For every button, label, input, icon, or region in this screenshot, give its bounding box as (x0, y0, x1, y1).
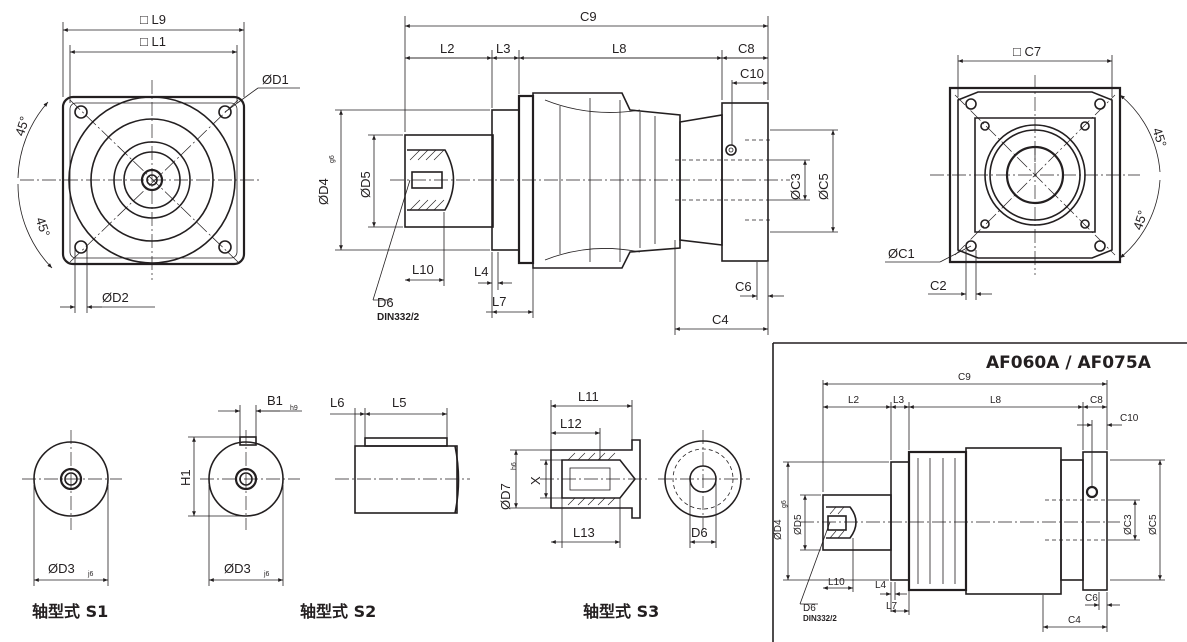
dim-l9: □ L9 (140, 12, 166, 27)
inset-dim-l7: L7 (886, 601, 898, 612)
dim-l11: L11 (578, 389, 599, 404)
shaft-s3: L11 L12 L13 ØD7 h6 X D6 轴型式 S3 (498, 389, 750, 621)
dim-x: X (528, 476, 543, 485)
dim-d5: ØD5 (358, 171, 373, 198)
dim-s1-d3-tol: j6 (87, 571, 94, 578)
inset-dim-l8: L8 (990, 395, 1002, 406)
inset-dim-c5: ØC5 (1148, 514, 1159, 535)
caption-s1: 轴型式 S1 (32, 602, 108, 621)
dim-s1-d3: ØD3 (48, 561, 75, 576)
dim-c1: ØC1 (888, 246, 915, 261)
angle-bottom-front: 45° (33, 215, 53, 238)
inset-dim-c10: C10 (1120, 413, 1139, 424)
dim-c10: C10 (740, 66, 764, 81)
dim-b1-tol: h9 (290, 405, 298, 412)
angle-bottom-rear: 45° (1130, 208, 1150, 231)
dim-l4: L4 (474, 264, 488, 279)
dim-l1: □ L1 (140, 34, 166, 49)
dim-d7-tol: h6 (511, 462, 518, 470)
rear-view: □ C7 ØC1 C2 45° 45° (885, 44, 1170, 300)
dim-c6: C6 (735, 279, 752, 294)
inset-din-label: DIN332/2 (803, 614, 837, 623)
dim-l6: L6 (330, 395, 344, 410)
dim-s3-d6: D6 (691, 525, 708, 540)
dim-d2: ØD2 (102, 290, 129, 305)
din-label: DIN332/2 (377, 312, 420, 323)
shaft-s1: ØD3 j6 轴型式 S1 (22, 430, 122, 621)
dim-c5: ØC5 (816, 173, 831, 200)
dim-l8: L8 (612, 41, 626, 56)
dim-c2: C2 (930, 278, 947, 293)
dim-c9: C9 (580, 9, 597, 24)
front-view: □ L9 □ L1 ØD1 ØD2 45° 45° (12, 12, 300, 313)
inset-dim-d4-tol: g6 (781, 500, 788, 508)
dim-d4-tol: g6 (329, 155, 336, 163)
inset-dim-c4: C4 (1068, 615, 1081, 626)
inset-dim-l4: L4 (875, 580, 887, 591)
angle-top-rear: 45° (1149, 126, 1169, 149)
dim-c3: ØC3 (788, 173, 803, 200)
dim-l10: L10 (412, 262, 434, 277)
dim-l13: L13 (573, 525, 595, 540)
inset-af060a: AF060A / AF075A C9 L2 L3 L8 C8 (772, 342, 1187, 642)
dim-d4: ØD4 (316, 178, 331, 205)
inset-dim-d5: ØD5 (793, 514, 804, 535)
dim-l7: L7 (492, 294, 506, 309)
inset-dim-d4: ØD4 (773, 519, 784, 540)
inset-dim-d6: D6 (803, 603, 816, 614)
dim-b1: B1 (267, 393, 283, 408)
dim-c4: C4 (712, 312, 729, 327)
dim-c8: C8 (738, 41, 755, 56)
shaft-s2: B1 h9 H1 ØD3 j6 L6 L5 轴型式 S2 (178, 393, 470, 621)
inset-dim-c8: C8 (1090, 395, 1103, 406)
dim-l3: L3 (496, 41, 510, 56)
inset-dim-c9: C9 (958, 372, 971, 383)
inset-dim-c3: ØC3 (1123, 514, 1134, 535)
dim-c7: □ C7 (1013, 44, 1041, 59)
dim-l12: L12 (560, 416, 582, 431)
dim-l2: L2 (440, 41, 454, 56)
inset-title: AF060A / AF075A (986, 353, 1152, 373)
caption-s3: 轴型式 S3 (583, 602, 659, 621)
inset-dim-l10: L10 (828, 577, 845, 588)
angle-top-front: 45° (12, 114, 32, 137)
side-view: C9 L2 L3 L8 C8 C10 ØD4 g6 ØD5 ØC3 (316, 9, 838, 335)
dim-d7: ØD7 (498, 483, 513, 510)
inset-dim-l3: L3 (893, 395, 905, 406)
dim-l5: L5 (392, 395, 406, 410)
inset-dim-c6: C6 (1085, 593, 1098, 604)
dim-d6: D6 (377, 295, 394, 310)
inset-dim-l2: L2 (848, 395, 860, 406)
dim-s2-d3: ØD3 (224, 561, 251, 576)
dim-h1: H1 (178, 469, 193, 486)
dim-d1: ØD1 (262, 72, 289, 87)
caption-s2: 轴型式 S2 (300, 602, 376, 621)
dim-s2-d3-tol: j6 (263, 571, 270, 578)
